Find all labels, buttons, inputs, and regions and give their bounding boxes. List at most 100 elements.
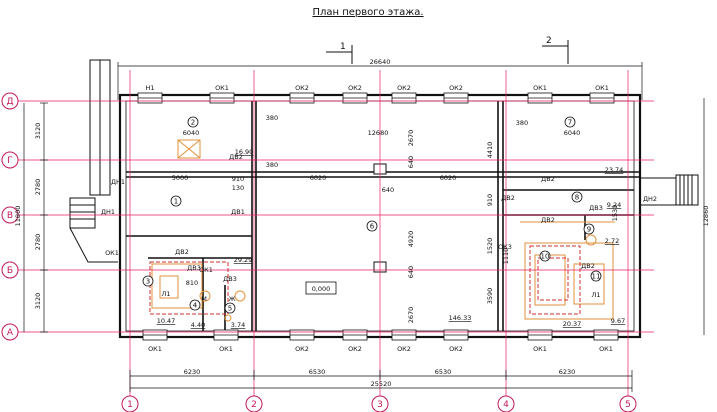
axis-label-v: 1 (127, 400, 133, 410)
window-bottom-label: ОК2 (295, 345, 309, 353)
axis-label-v: 3 (377, 400, 383, 410)
room-area: 10.47 (157, 317, 176, 325)
dim-bottom: 6530 (309, 368, 326, 376)
left-entrance-stair (69, 197, 118, 263)
dashed-zones (149, 245, 581, 315)
room-area: 3.74 (231, 321, 245, 329)
axis-bubble-Д (1, 92, 19, 110)
inner-dimension: 1530 (611, 205, 619, 222)
window-bottom-label: ОК2 (348, 345, 362, 353)
door-tag: ДВ1 (231, 208, 245, 216)
axis-label-h: Г (7, 156, 13, 166)
dim-left: 2780 (34, 179, 42, 196)
left-dimension-chain (23, 102, 48, 333)
dim-total-left: 11800 (14, 206, 22, 227)
dim-total-top: 26640 (370, 58, 391, 66)
section-mark-2 (542, 40, 569, 64)
room-number: 4 (193, 302, 198, 310)
inner-dimension: 910 (486, 194, 494, 206)
window-top-label: ОК1 (533, 84, 547, 92)
window-top-label: ОК1 (595, 84, 609, 92)
inner-dimension: 640 (382, 186, 394, 194)
window-top-label: Н1 (145, 84, 154, 92)
door-tag: ДН1 (101, 208, 115, 216)
vertical-axis-lines (129, 70, 629, 396)
room-number-bubble (539, 250, 551, 262)
inner-dimension: 910 (232, 175, 244, 183)
plan-title: План первого этажа. (312, 7, 423, 18)
door-tag: ДВ2 (541, 175, 555, 183)
dim-total-right: 12860 (702, 206, 710, 227)
axis-label-v: 4 (503, 400, 509, 410)
axis-label-h: Б (7, 266, 13, 276)
door-tag: ДВ2 (541, 216, 555, 224)
dim-bottom: 6230 (184, 368, 201, 376)
axis-bubble-3 (371, 395, 389, 412)
room-number-bubble (571, 191, 583, 203)
window-bottom-label: ОК1 (219, 345, 233, 353)
axis-bubble-2 (245, 395, 263, 412)
axis-bubble-В (1, 206, 19, 224)
door-tag: ОК1 (105, 249, 119, 257)
room-number-bubble (187, 116, 199, 128)
room-number: 7 (568, 119, 572, 127)
room-area: 20.37 (563, 320, 582, 328)
inner-dimension: 6040 (183, 129, 200, 137)
axis-label-h: В (7, 211, 13, 221)
room-number: 2 (191, 119, 195, 127)
room-number: 3 (146, 278, 150, 286)
room-number-bubble (142, 275, 154, 287)
inner-dimension: 640 (407, 266, 415, 278)
inner-dimension: 12680 (368, 129, 389, 137)
axis-bubble-1 (121, 395, 139, 412)
window-top-label: ОК1 (215, 84, 229, 92)
inner-dimension: 6040 (564, 129, 581, 137)
inner-dimension: 6020 (310, 174, 327, 182)
fixture-label: Л1 (161, 290, 170, 298)
equipment-right (520, 221, 615, 320)
fixture-label: Л1 (591, 291, 600, 299)
axis-bubble-Б (1, 261, 19, 279)
room-number: 1 (174, 198, 178, 206)
dim-bottom: 6230 (559, 368, 576, 376)
horizontal-axis-lines (18, 100, 654, 333)
door-tag: ДВ3 (589, 204, 603, 212)
room-number-bubble (583, 223, 595, 235)
windows-top (137, 92, 615, 104)
section-mark-1-label: 1 (340, 42, 346, 52)
inner-dimension: 640 (407, 156, 415, 168)
window-bottom-label: ОК1 (148, 345, 162, 353)
dim-bottom: 6530 (435, 368, 452, 376)
axis-label-h: А (7, 328, 14, 338)
inner-dimension: 380 (266, 161, 278, 169)
dim-left: 3120 (34, 123, 42, 140)
room-number-bubble (189, 299, 201, 311)
window-bottom-label: ОК2 (449, 345, 463, 353)
window-top-label: ОК2 (295, 84, 309, 92)
axis-label-v: 2 (251, 400, 257, 410)
fixture-label: М (201, 295, 207, 303)
room-number-bubble (170, 195, 182, 207)
axis-bubble-Г (1, 151, 19, 169)
inner-dimension: 4410 (486, 142, 494, 159)
room-number: 5 (228, 305, 232, 313)
dim-total-bottom: 25520 (371, 380, 392, 388)
level-mark-box (305, 281, 337, 295)
door-tag: ДВ2 (581, 262, 595, 270)
inner-dimension: 130 (232, 184, 244, 192)
inner-dimension: 5000 (172, 174, 189, 182)
door-tag: ДВ2 (175, 248, 189, 256)
room-number-bubble (564, 116, 576, 128)
dim-left: 2780 (34, 234, 42, 251)
room-number: 8 (575, 194, 579, 202)
door-tag: ДВ2 (501, 194, 515, 202)
door-tag: ОК3 (498, 243, 512, 251)
room-area: 29.29 (234, 256, 253, 264)
window-top-label: ОК2 (348, 84, 362, 92)
section-mark-2-label: 2 (546, 36, 552, 46)
window-top-label: ОК2 (397, 84, 411, 92)
